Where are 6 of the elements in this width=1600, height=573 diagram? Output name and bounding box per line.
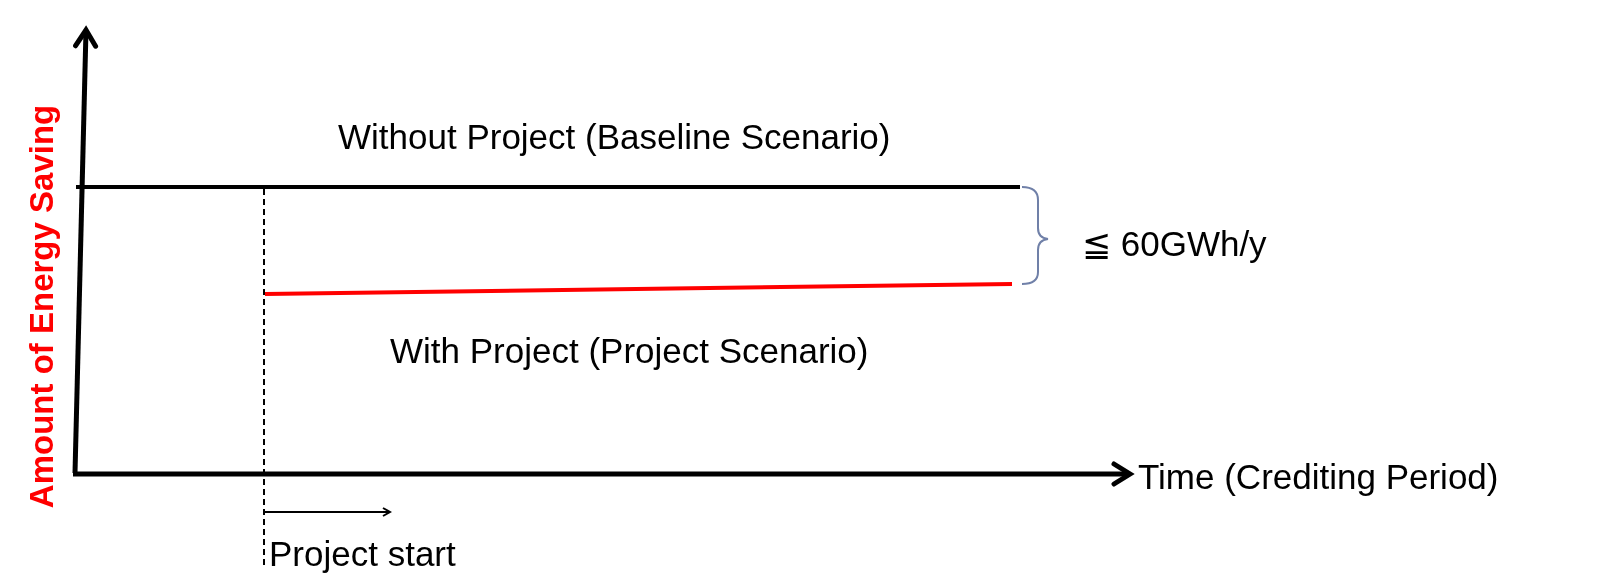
axis-title: Time (Crediting Period) xyxy=(1138,458,1499,497)
line-label: With Project (Project Scenario) xyxy=(390,332,869,371)
line-label: Without Project (Baseline Scenario) xyxy=(338,118,891,157)
difference-label: ≦ 60GWh/y xyxy=(1082,225,1267,264)
marker-label: Project start xyxy=(269,535,456,573)
axis-title: Amount of Energy Saving xyxy=(23,108,61,509)
